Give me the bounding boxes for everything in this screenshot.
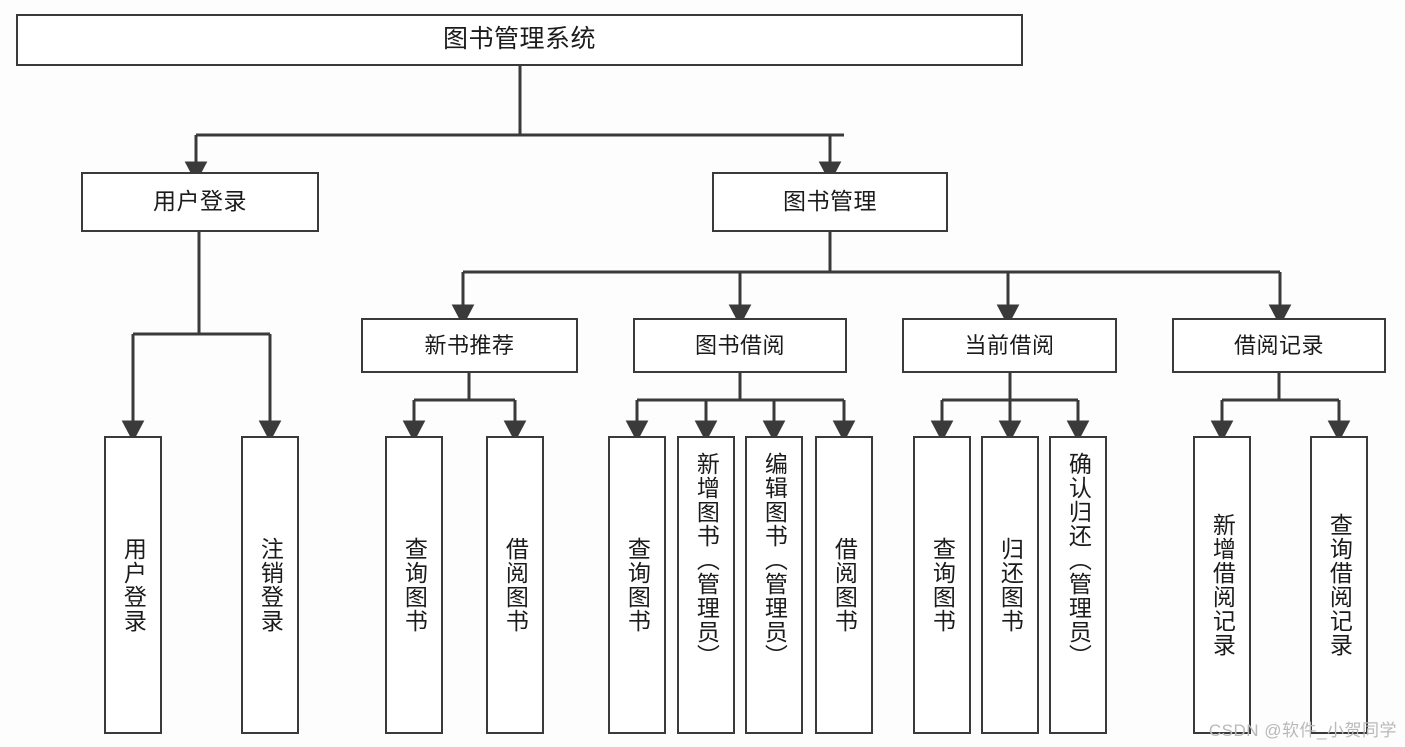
- node-borrow-record[interactable]: 借阅记录: [1172, 318, 1386, 373]
- node-user-login[interactable]: 用户登录: [81, 172, 319, 232]
- node-label: 图书管理: [783, 188, 877, 215]
- node-label: 用户登录: [153, 188, 247, 215]
- node-label: 用户登录: [120, 537, 147, 633]
- node-label: 新书推荐: [424, 332, 515, 358]
- node-book-management[interactable]: 图书管理: [712, 172, 948, 232]
- node-label: 查询图书: [401, 537, 428, 633]
- node-leaf-borrow-book-recommend[interactable]: 借阅图书: [486, 436, 544, 734]
- node-leaf-return-book[interactable]: 归还图书: [981, 436, 1039, 734]
- node-label: 编辑图书（管理员）: [761, 452, 788, 668]
- watermark-text: CSDN @软件_小贺同学: [1208, 721, 1397, 740]
- node-leaf-query-book-borrow[interactable]: 查询图书: [608, 436, 666, 734]
- node-label: 图书管理系统: [442, 25, 596, 54]
- node-leaf-add-borrow-record[interactable]: 新增借阅记录: [1193, 436, 1251, 734]
- node-label: 新增借阅记录: [1209, 513, 1236, 657]
- node-leaf-logout[interactable]: 注销登录: [241, 436, 299, 734]
- node-label: 新增图书（管理员）: [693, 452, 720, 668]
- node-leaf-add-book-admin[interactable]: 新增图书（管理员）: [677, 436, 735, 734]
- node-leaf-borrow-book[interactable]: 借阅图书: [815, 436, 873, 734]
- node-leaf-edit-book-admin[interactable]: 编辑图书（管理员）: [745, 436, 803, 734]
- node-leaf-query-book-current[interactable]: 查询图书: [913, 436, 971, 734]
- node-label: 借阅图书: [502, 537, 529, 633]
- node-label: 借阅记录: [1233, 332, 1324, 358]
- node-leaf-query-borrow-record[interactable]: 查询借阅记录: [1310, 436, 1368, 734]
- node-new-book-recommend[interactable]: 新书推荐: [361, 318, 578, 373]
- node-leaf-query-book-recommend[interactable]: 查询图书: [385, 436, 443, 734]
- node-label: 查询图书: [624, 537, 651, 633]
- node-label: 确认归还（管理员）: [1065, 452, 1092, 668]
- node-leaf-confirm-return-admin[interactable]: 确认归还（管理员）: [1049, 436, 1107, 734]
- node-current-borrow[interactable]: 当前借阅: [902, 318, 1117, 373]
- node-leaf-user-login[interactable]: 用户登录: [104, 436, 162, 734]
- node-label: 注销登录: [257, 537, 284, 633]
- node-label: 当前借阅: [964, 332, 1055, 358]
- node-root-book-management-system[interactable]: 图书管理系统: [16, 14, 1023, 66]
- node-label: 查询图书: [929, 537, 956, 633]
- node-label: 归还图书: [997, 537, 1024, 633]
- node-label: 图书借阅: [694, 332, 785, 358]
- node-label: 查询借阅记录: [1326, 513, 1353, 657]
- node-book-borrow[interactable]: 图书借阅: [633, 318, 847, 373]
- node-label: 借阅图书: [831, 537, 858, 633]
